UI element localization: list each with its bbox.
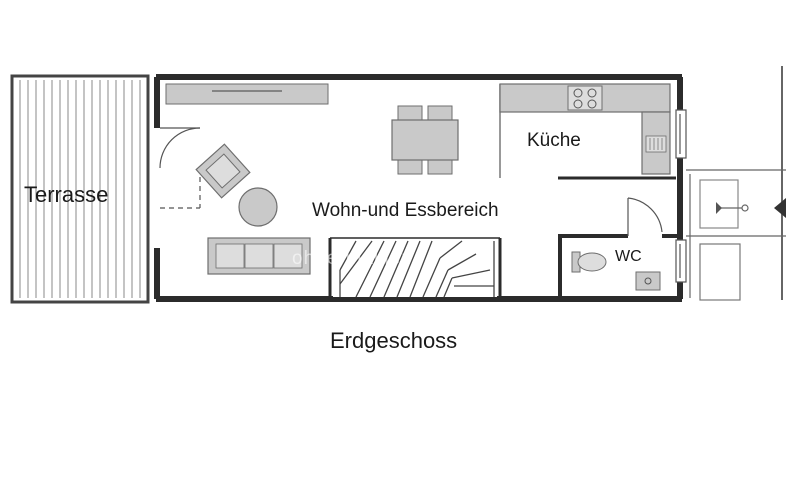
- dining-table: [391, 105, 459, 175]
- sofa: [207, 237, 311, 275]
- room-label-kitchen: Küche: [527, 130, 581, 151]
- watermark: ohne-makler: [292, 248, 409, 269]
- terrace: [10, 74, 150, 304]
- wc-fixtures: [571, 251, 661, 291]
- kitchen-counters: [499, 83, 671, 175]
- room-label-terrace: Terrasse: [24, 182, 109, 207]
- terrace-door: [159, 127, 201, 209]
- entrance-area: [686, 66, 786, 301]
- armchair: [195, 143, 251, 199]
- staircase: [333, 240, 497, 298]
- room-label-living-dining: Wohn-und Essbereich: [312, 200, 499, 221]
- floor-title: Erdgeschoss: [330, 328, 458, 353]
- exterior-walls: [154, 74, 683, 302]
- interior-walls: [328, 84, 680, 299]
- sideboard: [165, 83, 329, 105]
- room-label-wc: WC: [615, 248, 642, 265]
- wc-door: [627, 197, 663, 236]
- entrance-door: [675, 109, 687, 283]
- round-side-table: [238, 187, 278, 227]
